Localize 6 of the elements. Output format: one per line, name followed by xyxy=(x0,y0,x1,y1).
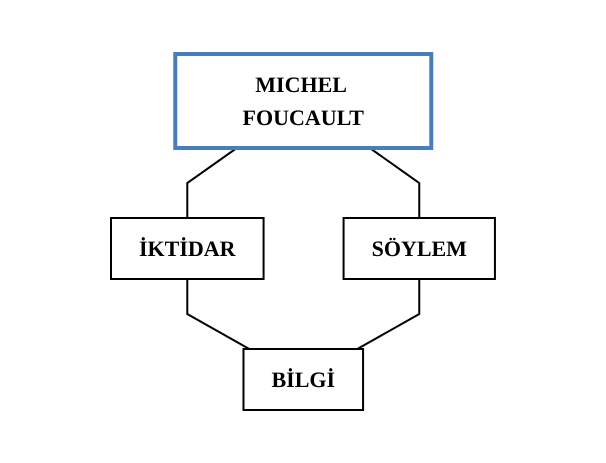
connector xyxy=(186,278,250,350)
node-box: İKTİDAR xyxy=(110,216,265,280)
node-box: SÖYLEM xyxy=(342,216,496,280)
connector xyxy=(356,278,420,350)
node-box: BİLGİ xyxy=(242,348,364,410)
node-box: MICHEL FOUCAULT xyxy=(173,52,434,150)
